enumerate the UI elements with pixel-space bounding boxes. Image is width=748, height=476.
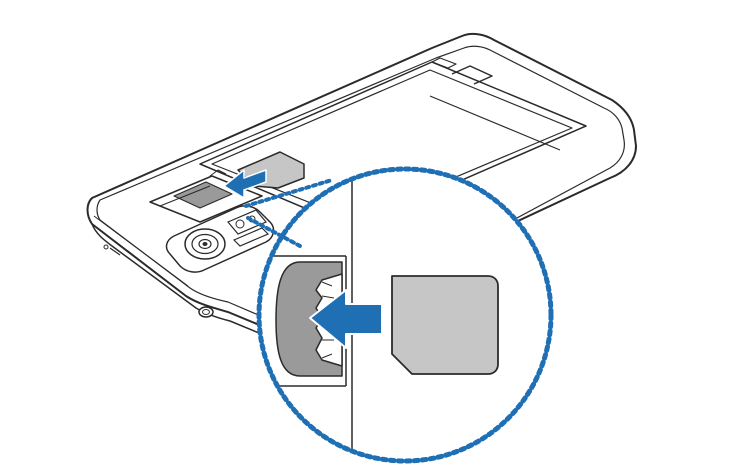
phone-inner-rim — [96, 45, 625, 331]
large-sim-card — [391, 275, 499, 375]
battery-compartment — [199, 57, 587, 229]
zoom-dotted-ring — [256, 166, 554, 464]
side-button — [109, 247, 121, 256]
zoom-callout — [256, 166, 554, 464]
camera-lens-icon — [165, 205, 275, 273]
headphone-jack — [198, 306, 214, 318]
side-hole — [103, 244, 109, 250]
arrow-left-icon — [223, 169, 267, 199]
phone-edge-line — [93, 215, 189, 287]
callout-connectors — [244, 178, 334, 248]
arrow-left-icon — [309, 289, 383, 349]
sim-slot-small — [173, 181, 233, 209]
